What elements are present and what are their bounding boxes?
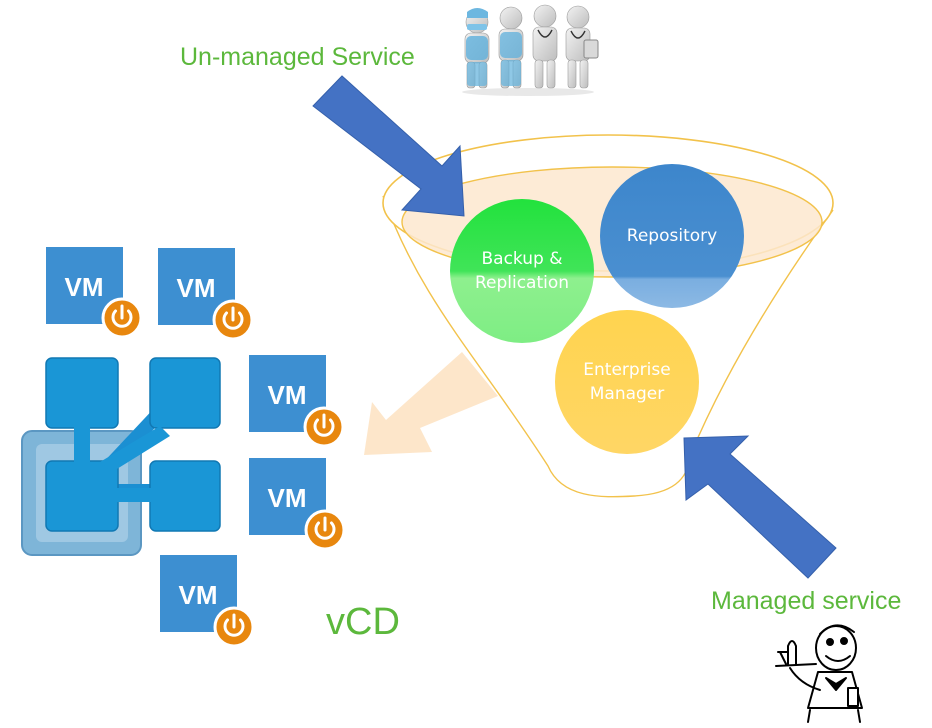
waiter-icon (775, 624, 863, 723)
power-icon (213, 606, 255, 648)
vcd-logo-icon (21, 357, 221, 556)
vm-tile-5: VM (160, 555, 255, 648)
unmanaged-service-label: Un-managed Service (180, 43, 415, 71)
vm-tile-1: VM (46, 247, 143, 339)
unmanaged-service-arrow (312, 75, 465, 217)
power-icon (303, 406, 345, 448)
backup-label-line1: Backup & (482, 249, 563, 269)
vcd-label: vCD (326, 601, 400, 643)
vm-label-3: VM (268, 380, 307, 410)
vm-label-1: VM (65, 272, 104, 302)
vm-label-2: VM (177, 273, 216, 303)
vm-label-4: VM (268, 483, 307, 513)
managed-service-arrow (683, 435, 837, 579)
power-icon (304, 509, 346, 551)
people-group-icon (462, 4, 599, 96)
vm-tile-4: VM (249, 458, 346, 551)
backup-replication-node: Backup & Replication (450, 199, 594, 343)
vm-tile-3: VM (249, 355, 345, 448)
vm-tile-2: VM (158, 248, 254, 341)
enterprise-label-line1: Enterprise (583, 360, 670, 380)
vm-label-5: VM (179, 580, 218, 610)
repository-node: Repository (600, 164, 744, 308)
repository-label: Repository (627, 226, 717, 246)
flow-arrow-to-vcd (364, 352, 498, 455)
backup-label-line2: Replication (475, 273, 569, 293)
power-icon (101, 297, 143, 339)
power-icon (212, 299, 254, 341)
enterprise-label-line2: Manager (590, 384, 665, 404)
managed-service-label: Managed service (711, 587, 901, 615)
enterprise-manager-node: Enterprise Manager (555, 310, 699, 454)
